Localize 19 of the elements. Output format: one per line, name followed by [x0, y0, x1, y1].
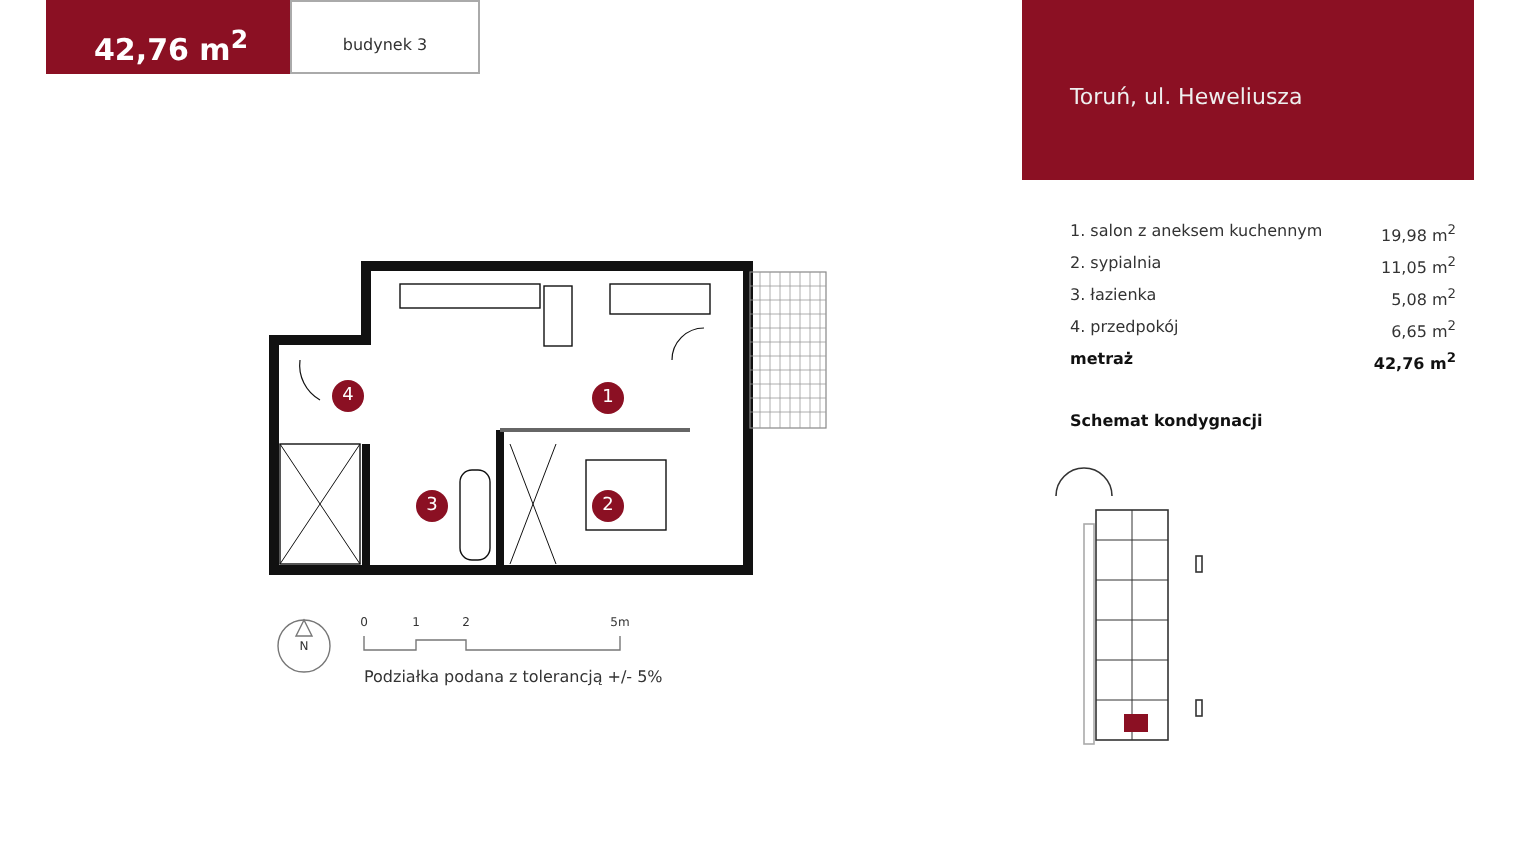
address-panel: Toruń, ul. Heweliusza — [1022, 0, 1474, 180]
table-cell: 2. sypialnia — [1070, 254, 1162, 272]
table-cell: 4. przedpokój — [1070, 318, 1179, 336]
table-cell: 3. łazienka — [1070, 286, 1157, 304]
table-cell: 11,05 m$^{2}$ — [1381, 254, 1456, 278]
table-cell: 19,98 m$^{2}$ — [1381, 222, 1456, 246]
building-label: budynek 3 — [290, 0, 480, 74]
room-number-marker: 2 — [592, 490, 624, 522]
area-header: 42,76 m$^{2}$ — [46, 0, 290, 74]
table-cell: 1. salon z aneksem kuchennym — [1070, 222, 1323, 240]
table-cell: 6,65 m$^{2}$ — [1391, 318, 1456, 342]
table-cell: 42,76 m$^{2}$ — [1373, 350, 1456, 374]
room-number-marker: 3 — [416, 490, 448, 522]
scale-note: Podziałka podana z tolerancją +/- 5% — [364, 668, 663, 686]
room-number-marker: 4 — [332, 380, 364, 412]
table-cell: metraż — [1070, 350, 1134, 368]
section-heading: Schemat kondygnacji — [1070, 412, 1263, 430]
room-number-marker: 1 — [592, 382, 624, 414]
table-cell: 5,08 m$^{2}$ — [1391, 286, 1456, 310]
